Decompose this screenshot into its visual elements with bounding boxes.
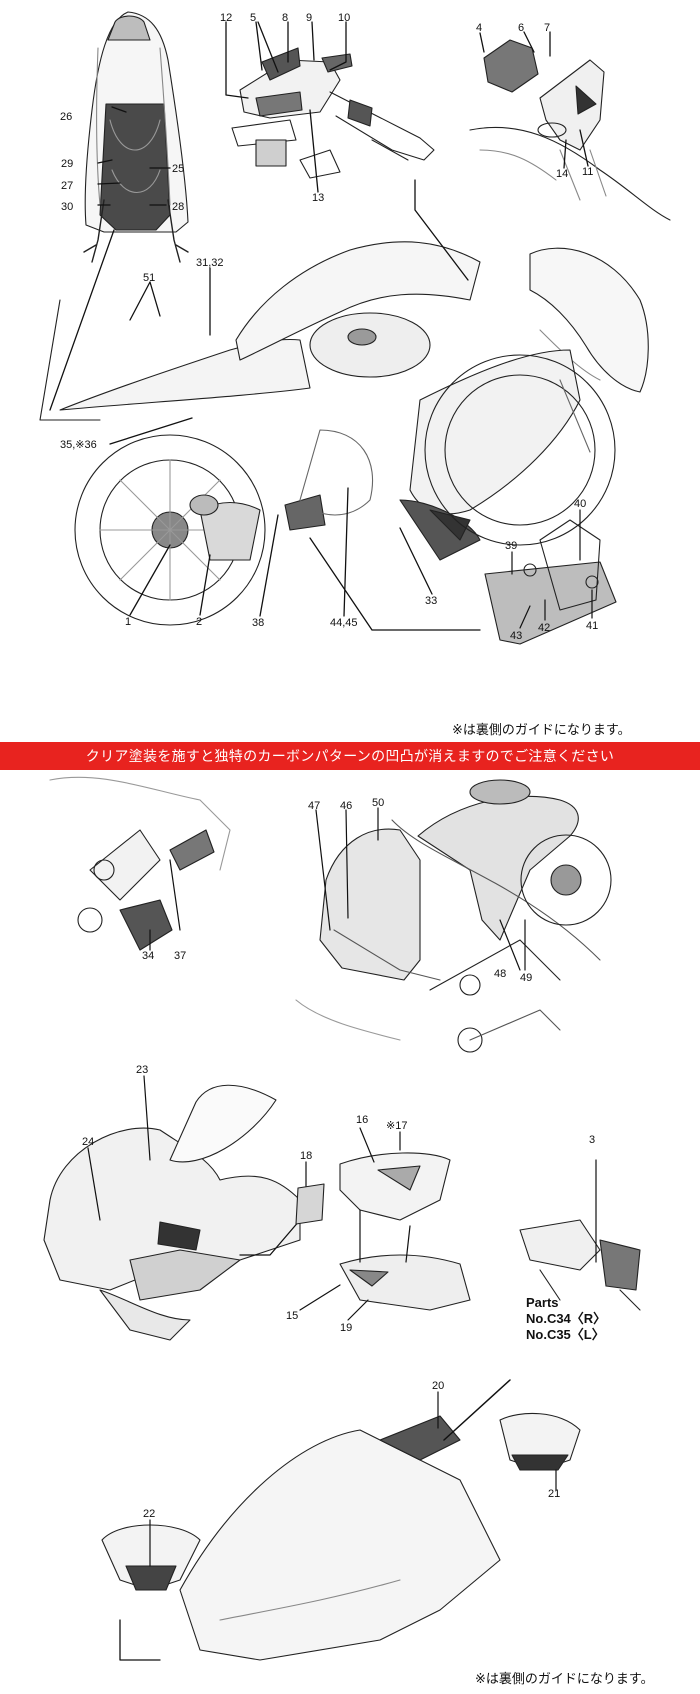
callout-7: 7 [544,22,551,34]
parts-reference: Parts No.C34〈R〉 No.C35〈L〉 [526,1295,606,1343]
callout-33: 33 [425,595,438,607]
callout-2: 2 [196,616,203,628]
front-bracket-illustration [469,39,671,221]
callout-34: 34 [142,950,155,962]
front-fairing-illustration [43,1075,301,1341]
callout-24: 24 [82,1136,95,1148]
leader-lines-top [49,21,589,631]
callout-38: 38 [252,617,265,629]
callout-28: 28 [172,201,185,213]
callout-22: 22 [143,1508,156,1520]
callout-3: 3 [589,1134,596,1146]
callout-15: 15 [286,1310,299,1322]
parts-right: No.C34〈R〉 [526,1311,607,1326]
callout-11: 11 [582,166,594,178]
callout-31-32: 31,32 [196,257,224,269]
parts-left: No.C35〈L〉 [526,1327,605,1342]
rear-fender-illustration [391,779,612,971]
callout-42: 42 [538,622,551,634]
lower-cowl-illustration [101,1379,581,1661]
callout-30: 30 [61,201,74,213]
callout-46: 46 [340,800,353,812]
callout-20: 20 [432,1380,445,1392]
callout-17: ※17 [386,1120,408,1132]
parts-title: Parts [526,1295,559,1310]
reverse-guide-note-bottom: ※は裏側のガイドになります。 [475,1672,654,1687]
callout-4: 4 [476,22,483,34]
callout-25: 25 [172,163,185,175]
callout-16: 16 [356,1114,369,1126]
callout-8: 8 [282,12,289,24]
footpeg-illustration [49,776,231,951]
callout-50: 50 [372,797,385,809]
callout-5: 5 [250,12,257,24]
callout-12: 12 [220,12,233,24]
callout-37: 37 [174,950,187,962]
callout-19: 19 [340,1322,353,1334]
callout-29: 29 [61,158,74,170]
reverse-guide-note-top: ※は裏側のガイドになります。 [452,723,631,738]
callout-51: 51 [143,272,156,284]
callout-47: 47 [308,800,321,812]
callout-41: 41 [586,620,599,632]
rear-hugger-illustration [295,807,561,1053]
warning-banner: クリア塗装を施すと独特のカーボンパターンの凹凸が消えますのでご注意ください [0,742,700,770]
callout-35-36: 35,※36 [60,439,97,451]
callout-39: 39 [505,540,518,552]
warning-text: クリア塗装を施すと独特のカーボンパターンの凹凸が消えますのでご注意ください [85,749,615,765]
callout-14: 14 [556,168,569,180]
callout-10: 10 [338,12,351,24]
callout-21: 21 [548,1488,561,1500]
callout-9: 9 [306,12,313,24]
callout-27: 27 [61,180,74,192]
main-motorcycle-illustration [39,241,649,626]
lower-frame-inset [484,509,617,645]
callout-23: 23 [136,1064,149,1076]
callout-26: 26 [60,111,73,123]
callout-1: 1 [125,616,132,628]
seat-cowl-illustration [83,11,189,263]
callout-13: 13 [312,192,325,204]
handlebar-illustration [231,47,435,179]
callout-48: 48 [494,968,507,980]
callout-43: 43 [510,630,523,642]
side-panels-illustration [295,1127,471,1321]
callout-40: 40 [574,498,587,510]
brake-lever-illustration [519,1159,641,1311]
callout-6: 6 [518,22,525,34]
callout-49: 49 [520,972,533,984]
callout-18: 18 [300,1150,313,1162]
callout-44-45: 44,45 [330,617,358,629]
